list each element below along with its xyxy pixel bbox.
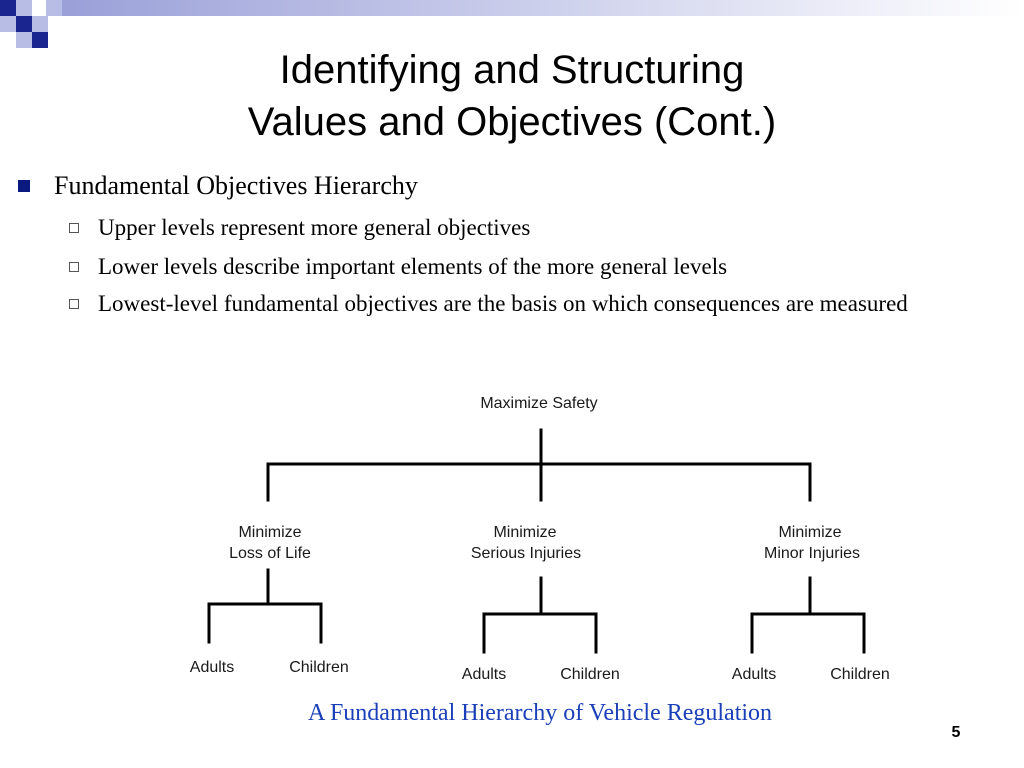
sub-bullet-1: Upper levels represent more general obje…	[98, 215, 531, 240]
deco-square	[0, 16, 16, 32]
deco-square	[16, 16, 32, 32]
sub-bullet-2: Lower levels describe important elements…	[98, 254, 728, 279]
slide-title-line-2: Values and Objectives (Cont.)	[247, 100, 777, 144]
diagram-caption: A Fundamental Hierarchy of Vehicle Regul…	[307, 700, 773, 726]
bullet-square-icon	[18, 180, 30, 192]
slide-title-line-1: Identifying and Structuring	[279, 48, 745, 92]
node-child-2-line-2: Serious Injuries	[471, 545, 581, 562]
node-child-3-line-1: Minimize	[778, 524, 841, 541]
node-child-2-line-1: Minimize	[493, 524, 556, 541]
leaf-node: Children	[289, 659, 349, 676]
deco-square	[0, 0, 16, 16]
node-child-3-line-2: Minor Injuries	[764, 545, 860, 562]
sub-bullet-box-icon	[69, 223, 79, 233]
node-child-1-line-1: Minimize	[238, 524, 301, 541]
bullet-main: Fundamental Objectives Hierarchy	[54, 171, 418, 200]
slide-title: Identifying and Structuring Values and O…	[0, 44, 1024, 148]
deco-square	[46, 0, 62, 16]
hierarchy-connectors	[207, 428, 866, 654]
sub-bullet-box-icon	[69, 299, 79, 309]
header-gradient-bar	[60, 0, 1024, 16]
slide-header-decoration	[0, 0, 1024, 48]
leaf-node: Adults	[732, 666, 776, 683]
deco-square	[32, 16, 48, 32]
deco-square	[16, 0, 32, 16]
sub-bullet-3: Lowest-level fundamental objectives are …	[98, 291, 908, 316]
node-root: Maximize Safety	[480, 395, 597, 412]
leaf-node: Children	[830, 666, 890, 683]
deco-square	[32, 32, 48, 48]
page-number: 5	[951, 724, 961, 741]
leaf-node: Children	[560, 666, 620, 683]
leaf-node: Adults	[190, 659, 234, 676]
leaf-node: Adults	[462, 666, 506, 683]
node-child-1-line-2: Loss of Life	[229, 545, 311, 562]
deco-square	[16, 32, 32, 48]
sub-bullet-box-icon	[69, 262, 79, 272]
